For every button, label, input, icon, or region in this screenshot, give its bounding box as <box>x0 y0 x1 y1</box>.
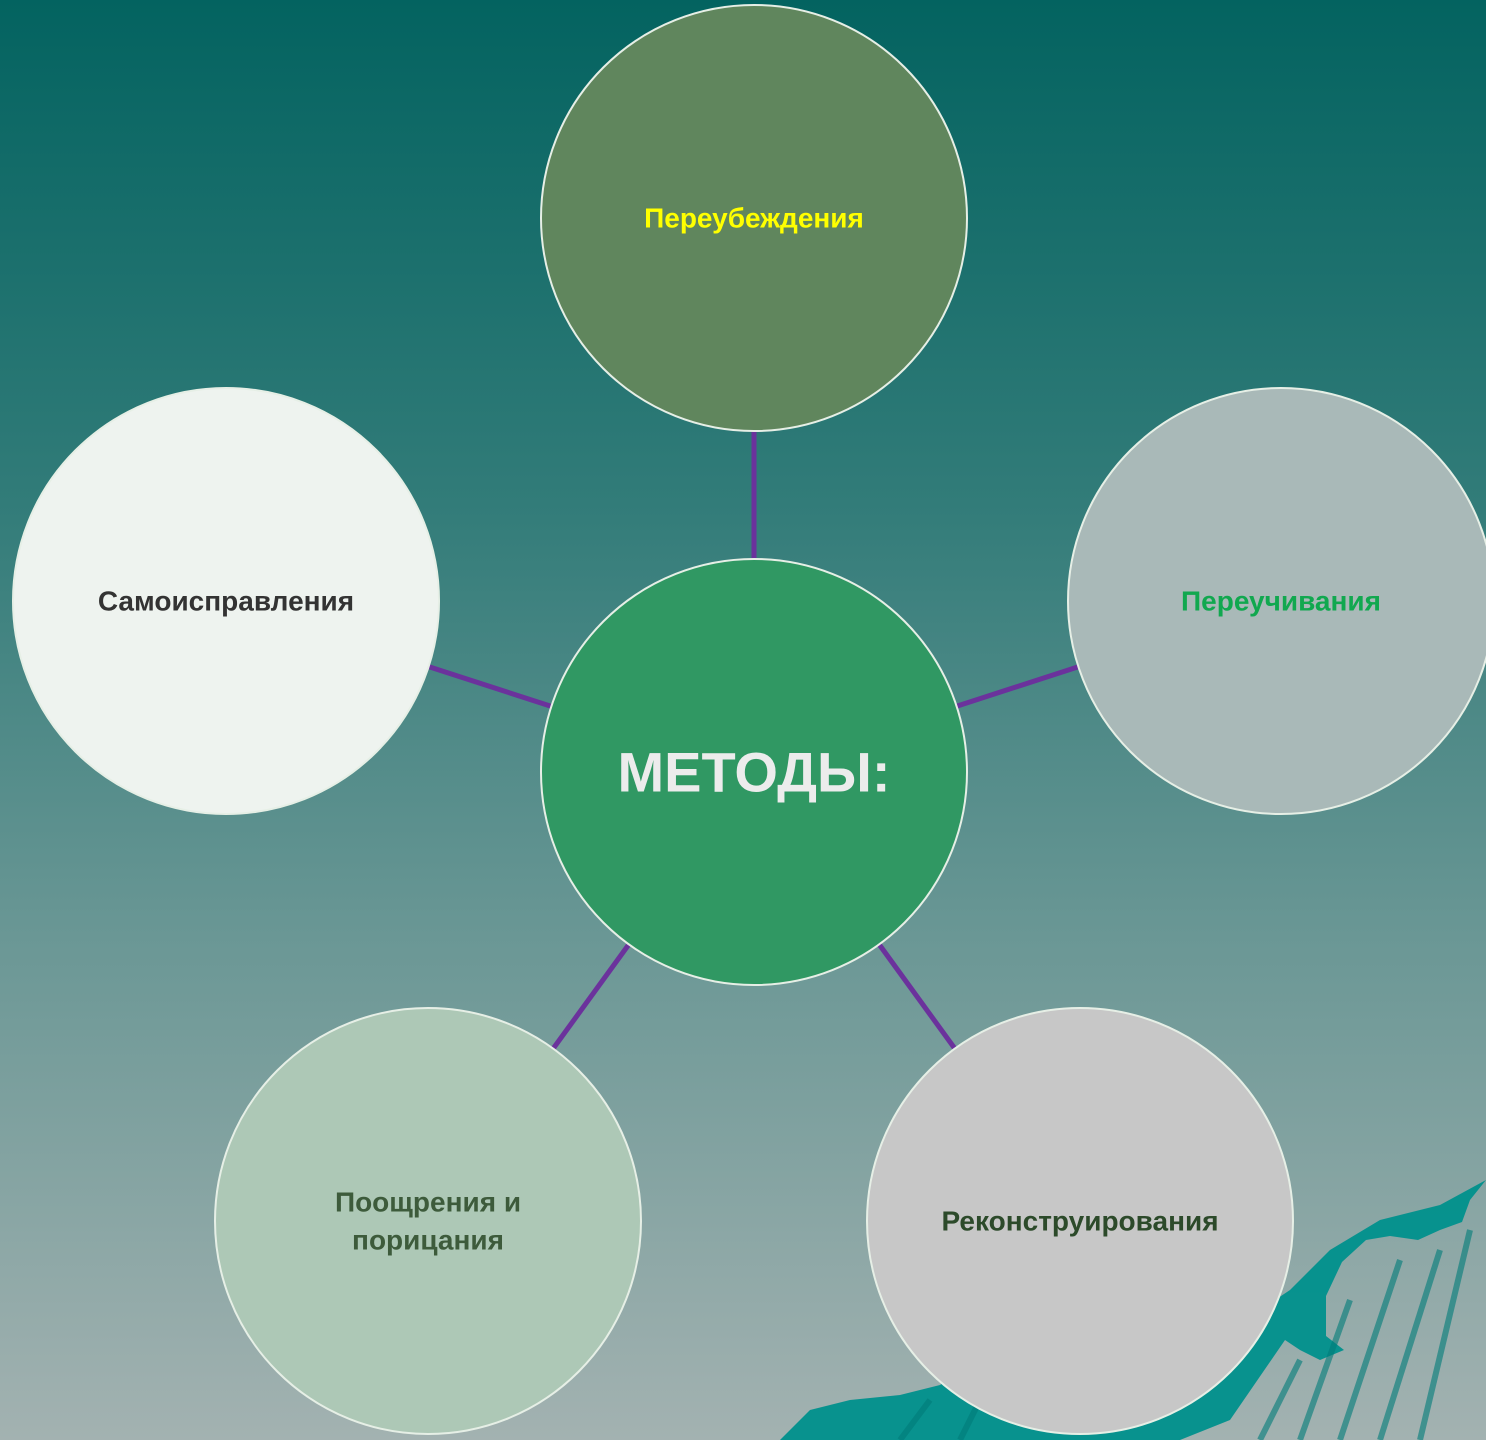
node-top: Переубеждения <box>540 4 968 432</box>
connector-right <box>955 664 1080 709</box>
node-bottom-left: Поощрения и порицания <box>214 1007 642 1435</box>
connector-left <box>427 664 553 709</box>
nodes: ПереубежденияПереучиванияРеконструирован… <box>12 4 1486 1435</box>
node-label-left: Самоисправления <box>98 586 354 617</box>
node-label-bottom-left: порицания <box>352 1225 504 1256</box>
node-circle-top <box>540 4 968 432</box>
connector-bottom-left <box>551 942 631 1051</box>
node-bottom-right: Реконструирования <box>866 1007 1294 1435</box>
node-circle-right <box>1067 387 1486 815</box>
center-node: МЕТОДЫ: <box>540 558 968 986</box>
node-label-bottom-right: Реконструирования <box>941 1206 1218 1237</box>
node-circle-left <box>12 387 440 815</box>
connectors <box>427 431 1080 1051</box>
node-right: Переучивания <box>1067 387 1486 815</box>
node-left: Самоисправления <box>12 387 440 815</box>
center-circle <box>540 558 968 986</box>
node-circle-bottom-right <box>866 1007 1294 1435</box>
node-label-top: Переубеждения <box>644 203 864 234</box>
node-circle-bottom-left <box>214 1007 642 1435</box>
node-label-right: Переучивания <box>1181 586 1381 617</box>
center-label: МЕТОДЫ: <box>618 741 891 804</box>
connector-bottom-right <box>877 942 957 1051</box>
node-label-bottom-left: Поощрения и <box>335 1187 521 1218</box>
